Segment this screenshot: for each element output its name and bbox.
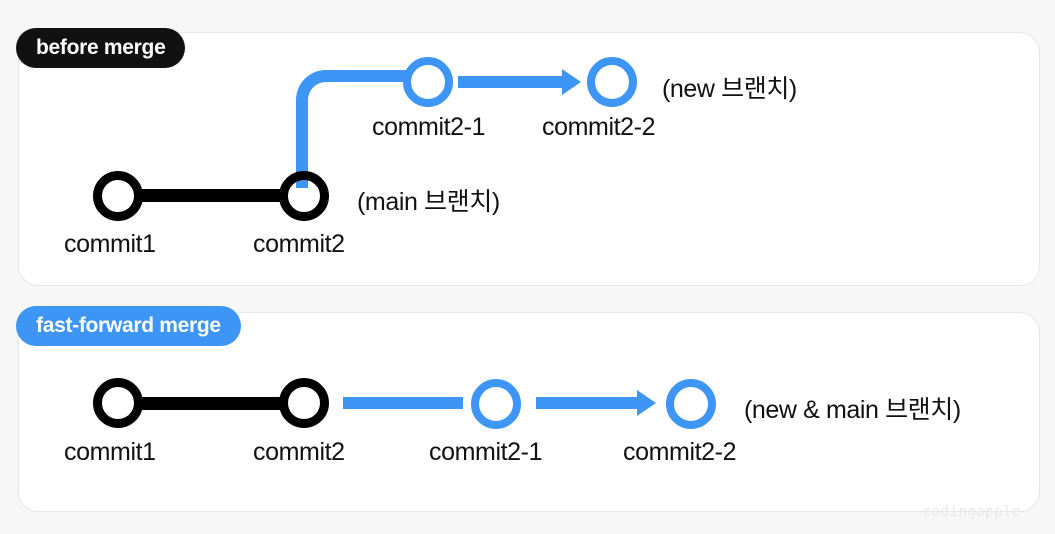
merged-branch-line-commit2-to-commit2-1 (343, 397, 463, 409)
branch-label-new-and-main: (new & main 브랜치) (744, 396, 961, 424)
commit-node-commit2-2 (587, 57, 637, 107)
merged-commit-node-commit1 (93, 378, 143, 428)
merged-commit-label-commit1: commit1 (64, 438, 156, 466)
main-line-commit1-to-commit2 (137, 189, 284, 202)
branch-line-commit2-1-to-commit2-2 (458, 76, 564, 88)
merged-commit-node-commit2-1 (471, 379, 521, 429)
merged-commit-label-commit2-2: commit2-2 (623, 438, 737, 466)
merged-commit-node-commit2-2 (666, 379, 716, 429)
commit-node-commit1 (93, 171, 143, 221)
merged-branch-arrowhead-commit2-2 (637, 390, 656, 416)
merged-commit-node-commit2 (279, 378, 329, 428)
watermark: codingapple (922, 504, 1021, 520)
branch-arrowhead-commit2-2 (562, 69, 581, 95)
branch-label-main: (main 브랜치) (357, 188, 500, 216)
commit-node-commit2 (279, 171, 329, 221)
merged-branch-line-commit2-1-to-commit2-2 (536, 397, 639, 409)
branch-elbow-connector (296, 70, 406, 188)
merged-commit-label-commit2: commit2 (253, 438, 345, 466)
commit-node-commit2-1 (403, 57, 453, 107)
commit-label-commit1: commit1 (64, 230, 156, 258)
branch-label-new: (new 브랜치) (662, 75, 797, 103)
merged-commit-label-commit2-1: commit2-1 (429, 438, 543, 466)
badge-before-merge: before merge (16, 28, 186, 68)
commit-label-commit2-1: commit2-1 (372, 113, 486, 141)
merged-main-line-commit1-to-commit2 (137, 397, 284, 410)
badge-fast-forward-merge: fast-forward merge (16, 306, 241, 346)
commit-label-commit2: commit2 (253, 230, 345, 258)
commit-label-commit2-2: commit2-2 (542, 113, 656, 141)
card-before-merge (18, 32, 1040, 286)
